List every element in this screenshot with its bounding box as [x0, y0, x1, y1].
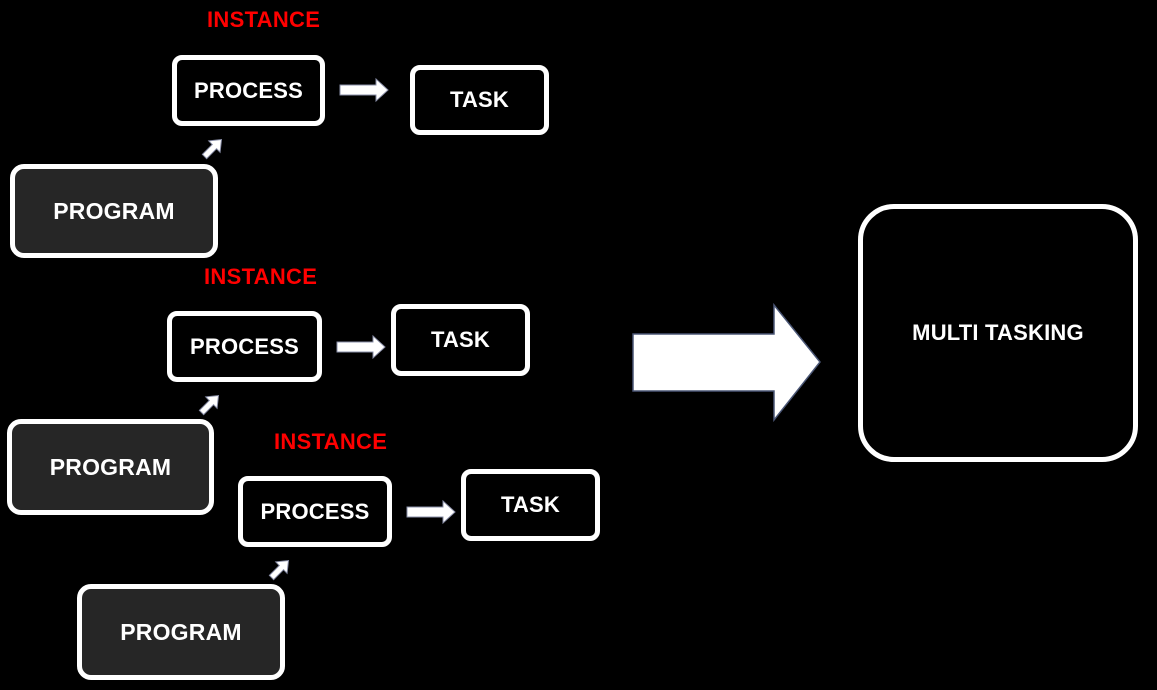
task-box: TASK	[410, 65, 549, 135]
process-box: PROCESS	[167, 311, 322, 382]
task-box: TASK	[461, 469, 600, 541]
multi-tasking-box: MULTI TASKING	[858, 204, 1138, 462]
big-right-arrow	[632, 302, 821, 423]
program-box: PROGRAM	[10, 164, 218, 258]
program-box: PROGRAM	[77, 584, 285, 680]
instance-label: INSTANCE	[274, 429, 388, 454]
process-box: PROCESS	[238, 476, 392, 547]
process-box: PROCESS	[172, 55, 325, 126]
process-to-task-arrow	[406, 499, 456, 525]
process-to-task-arrow	[339, 77, 389, 103]
program-to-process-arrow	[198, 394, 220, 416]
process-to-task-arrow	[336, 334, 386, 360]
task-box: TASK	[391, 304, 530, 376]
program-to-process-arrow	[201, 138, 223, 160]
instance-label: INSTANCE	[207, 7, 321, 32]
program-to-process-arrow	[268, 559, 290, 581]
instance-label: INSTANCE	[204, 264, 318, 289]
program-box: PROGRAM	[7, 419, 214, 515]
